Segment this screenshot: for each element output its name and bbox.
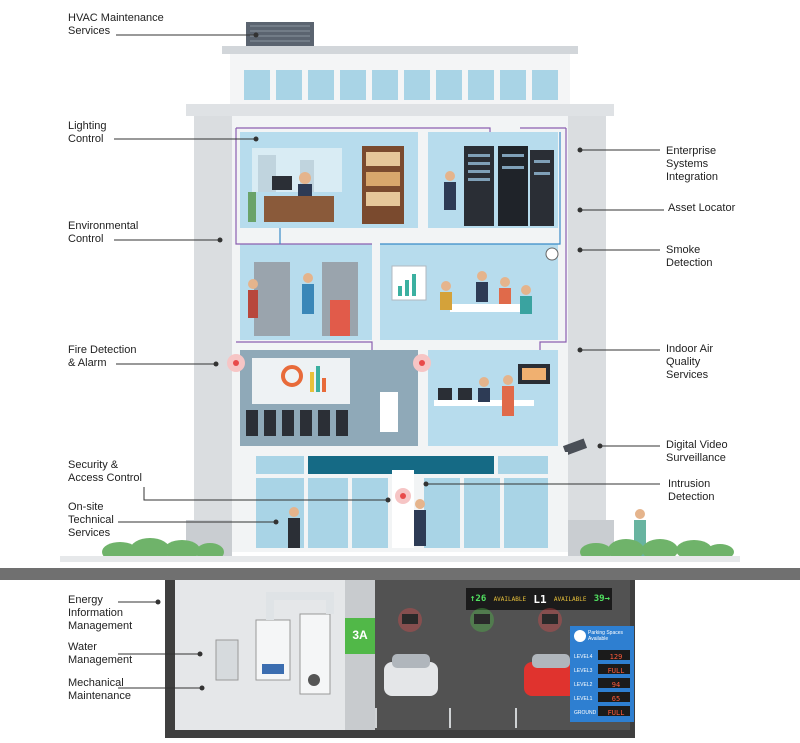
label-lighting-control: Lighting Control	[68, 120, 107, 145]
label-smoke-detection: Smoke Detection	[666, 244, 713, 269]
parking-row: LEVEL4 129	[574, 650, 632, 664]
sign-left-count: 26	[475, 594, 487, 604]
label-security-access: Security & Access Control	[68, 459, 142, 484]
row-value: 94	[611, 681, 621, 689]
row-level: GROUND	[574, 710, 597, 716]
parking-row: LEVEL2 94	[574, 678, 632, 692]
row-value: 129	[609, 653, 623, 661]
parking-row: LEVEL3 FULL	[574, 664, 632, 678]
sign-available-right: AVAILABLE	[553, 595, 587, 603]
level-sign	[466, 588, 612, 610]
office-desk	[264, 196, 334, 222]
row-value: 65	[611, 695, 621, 703]
meeting-table	[450, 304, 530, 312]
car	[384, 662, 438, 696]
car	[524, 662, 578, 696]
roof-ledge	[222, 46, 578, 54]
row-level: LEVEL2	[574, 682, 593, 688]
row-value: FULL	[607, 667, 625, 675]
callout-lines	[114, 34, 664, 689]
top-floor-windows	[244, 70, 558, 100]
row-level: LEVEL4	[574, 654, 593, 660]
ground-level	[0, 568, 800, 580]
sign-right-count: 39	[593, 594, 605, 604]
label-onsite-technical: On-site Technical Services	[68, 501, 114, 539]
label-enterprise-systems: Enterprise Systems Integration	[666, 145, 718, 183]
elevator-door	[254, 262, 290, 336]
row-level: LEVEL3	[574, 668, 593, 674]
row-value: FULL	[607, 709, 625, 717]
left-pillar	[194, 116, 232, 556]
parking-zone-sign	[345, 618, 375, 654]
label-energy-information: Energy Information Management	[68, 594, 133, 632]
lobby-banner	[308, 456, 494, 474]
right-pillar	[568, 116, 606, 556]
security-camera	[562, 438, 588, 456]
server-rack	[464, 146, 494, 226]
label-water-management: Water Management	[68, 641, 133, 666]
label-asset-locator: Asset Locator	[668, 202, 736, 214]
parking-zone-label: 3A	[352, 628, 368, 642]
row-level: LEVEL1	[574, 696, 593, 702]
upper-ledge	[186, 104, 614, 116]
parking-row: GROUND FULL	[574, 706, 632, 720]
level-sign-text: ↑26 AVAILABLE L1 AVAILABLE 39→	[470, 592, 610, 606]
parking-row: LEVEL1 65	[574, 692, 632, 706]
parking-board-title: Parking Spaces Available	[588, 630, 624, 642]
label-digital-video: Digital Video Surveillance	[666, 439, 728, 464]
label-hvac-maintenance: HVAC Maintenance Services	[68, 12, 164, 37]
label-indoor-air: Indoor Air Quality Services	[666, 343, 714, 381]
server-rack	[498, 146, 528, 226]
label-fire-detection: Fire Detection & Alarm	[68, 344, 137, 369]
sign-level: L1	[533, 592, 547, 606]
label-environmental-control: Environmental Control	[68, 220, 139, 245]
label-mechanical-maintenance: Mechanical Maintenance	[68, 677, 131, 702]
sign-available-left: AVAILABLE	[493, 595, 527, 603]
access-gate	[392, 470, 414, 548]
network-wiring	[235, 127, 567, 350]
label-intrusion-detection: Intrusion Detection	[668, 478, 715, 503]
